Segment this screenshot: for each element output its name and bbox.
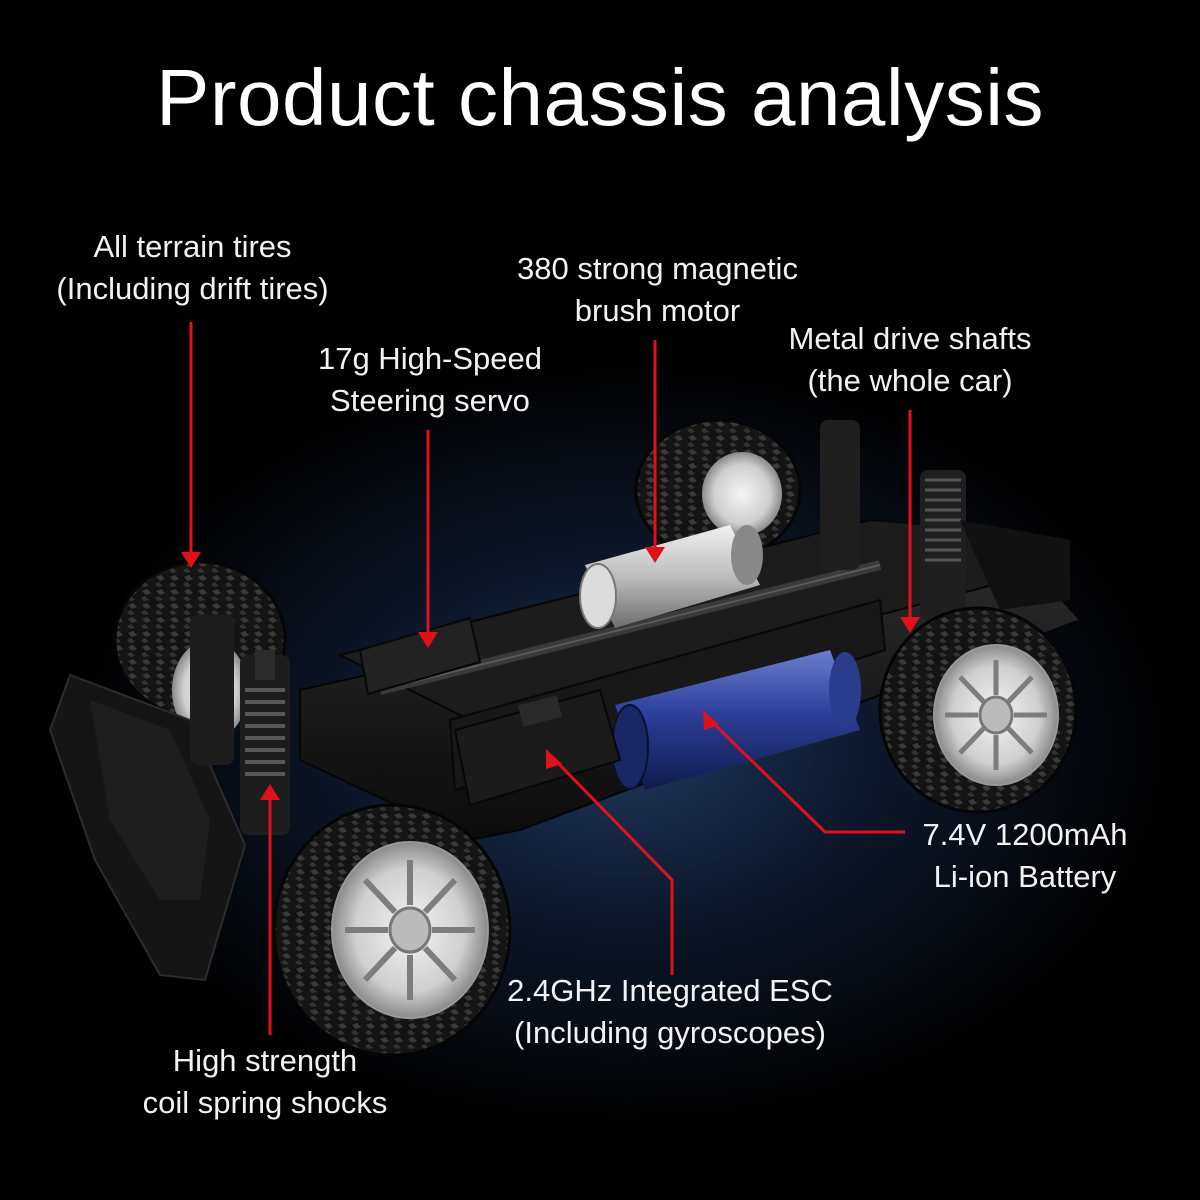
front-shocks: [190, 615, 290, 835]
battery-label-line1: 7.4V 1200mAh: [922, 817, 1128, 852]
battery: [611, 650, 861, 790]
servo-label: 17g High-Speed Steering servo: [290, 338, 570, 422]
shafts-label-line1: Metal drive shafts: [788, 321, 1032, 356]
esc-module: [453, 688, 622, 807]
battery-label: 7.4V 1200mAh Li-ion Battery: [905, 814, 1145, 898]
shocks-label-line2: coil spring shocks: [142, 1085, 388, 1120]
esc-label: 2.4GHz Integrated ESC (Including gyrosco…: [480, 970, 860, 1054]
servo-label-line1: 17g High-Speed: [317, 341, 543, 376]
motor-label-line1: 380 strong magnetic: [517, 251, 798, 286]
tires-label: All terrain tires (Including drift tires…: [20, 226, 365, 310]
shocks-label: High strength coil spring shocks: [120, 1040, 410, 1124]
front-right-wheel: [272, 803, 512, 1057]
motor-arrowhead: [645, 547, 665, 563]
battery-arrowhead: [703, 710, 719, 730]
shocks-arrowhead: [260, 784, 280, 800]
esc-arrow: [553, 758, 674, 975]
shafts-label: Metal drive shafts (the whole car): [770, 318, 1050, 402]
shocks-label-line1: High strength: [172, 1043, 358, 1078]
tires-arrowhead: [181, 552, 201, 568]
motor-label: 380 strong magnetic brush motor: [490, 248, 825, 332]
shafts-arrowhead: [900, 617, 920, 633]
battery-label-line2: Li-ion Battery: [933, 859, 1117, 894]
servo-label-line2: Steering servo: [330, 383, 530, 418]
rear-shock-towers: [820, 420, 1070, 620]
battery-arrow: [710, 720, 905, 834]
motor: [579, 525, 763, 629]
motor-label-line2: brush motor: [574, 293, 741, 328]
rear-right-wheel: [634, 418, 802, 562]
steering-servo: [358, 616, 482, 696]
esc-arrowhead: [546, 749, 562, 769]
esc-label-line1: 2.4GHz Integrated ESC: [507, 973, 833, 1008]
page-title: Product chassis analysis: [156, 53, 1044, 142]
tires-label-line2: (Including drift tires): [56, 271, 329, 306]
esc-label-line2: (Including gyroscopes): [514, 1015, 826, 1050]
shafts-label-line2: (the whole car): [807, 363, 1013, 398]
servo-arrowhead: [418, 632, 438, 648]
tires-label-line1: All terrain tires: [93, 229, 292, 264]
rear-left-wheel: [878, 606, 1078, 814]
